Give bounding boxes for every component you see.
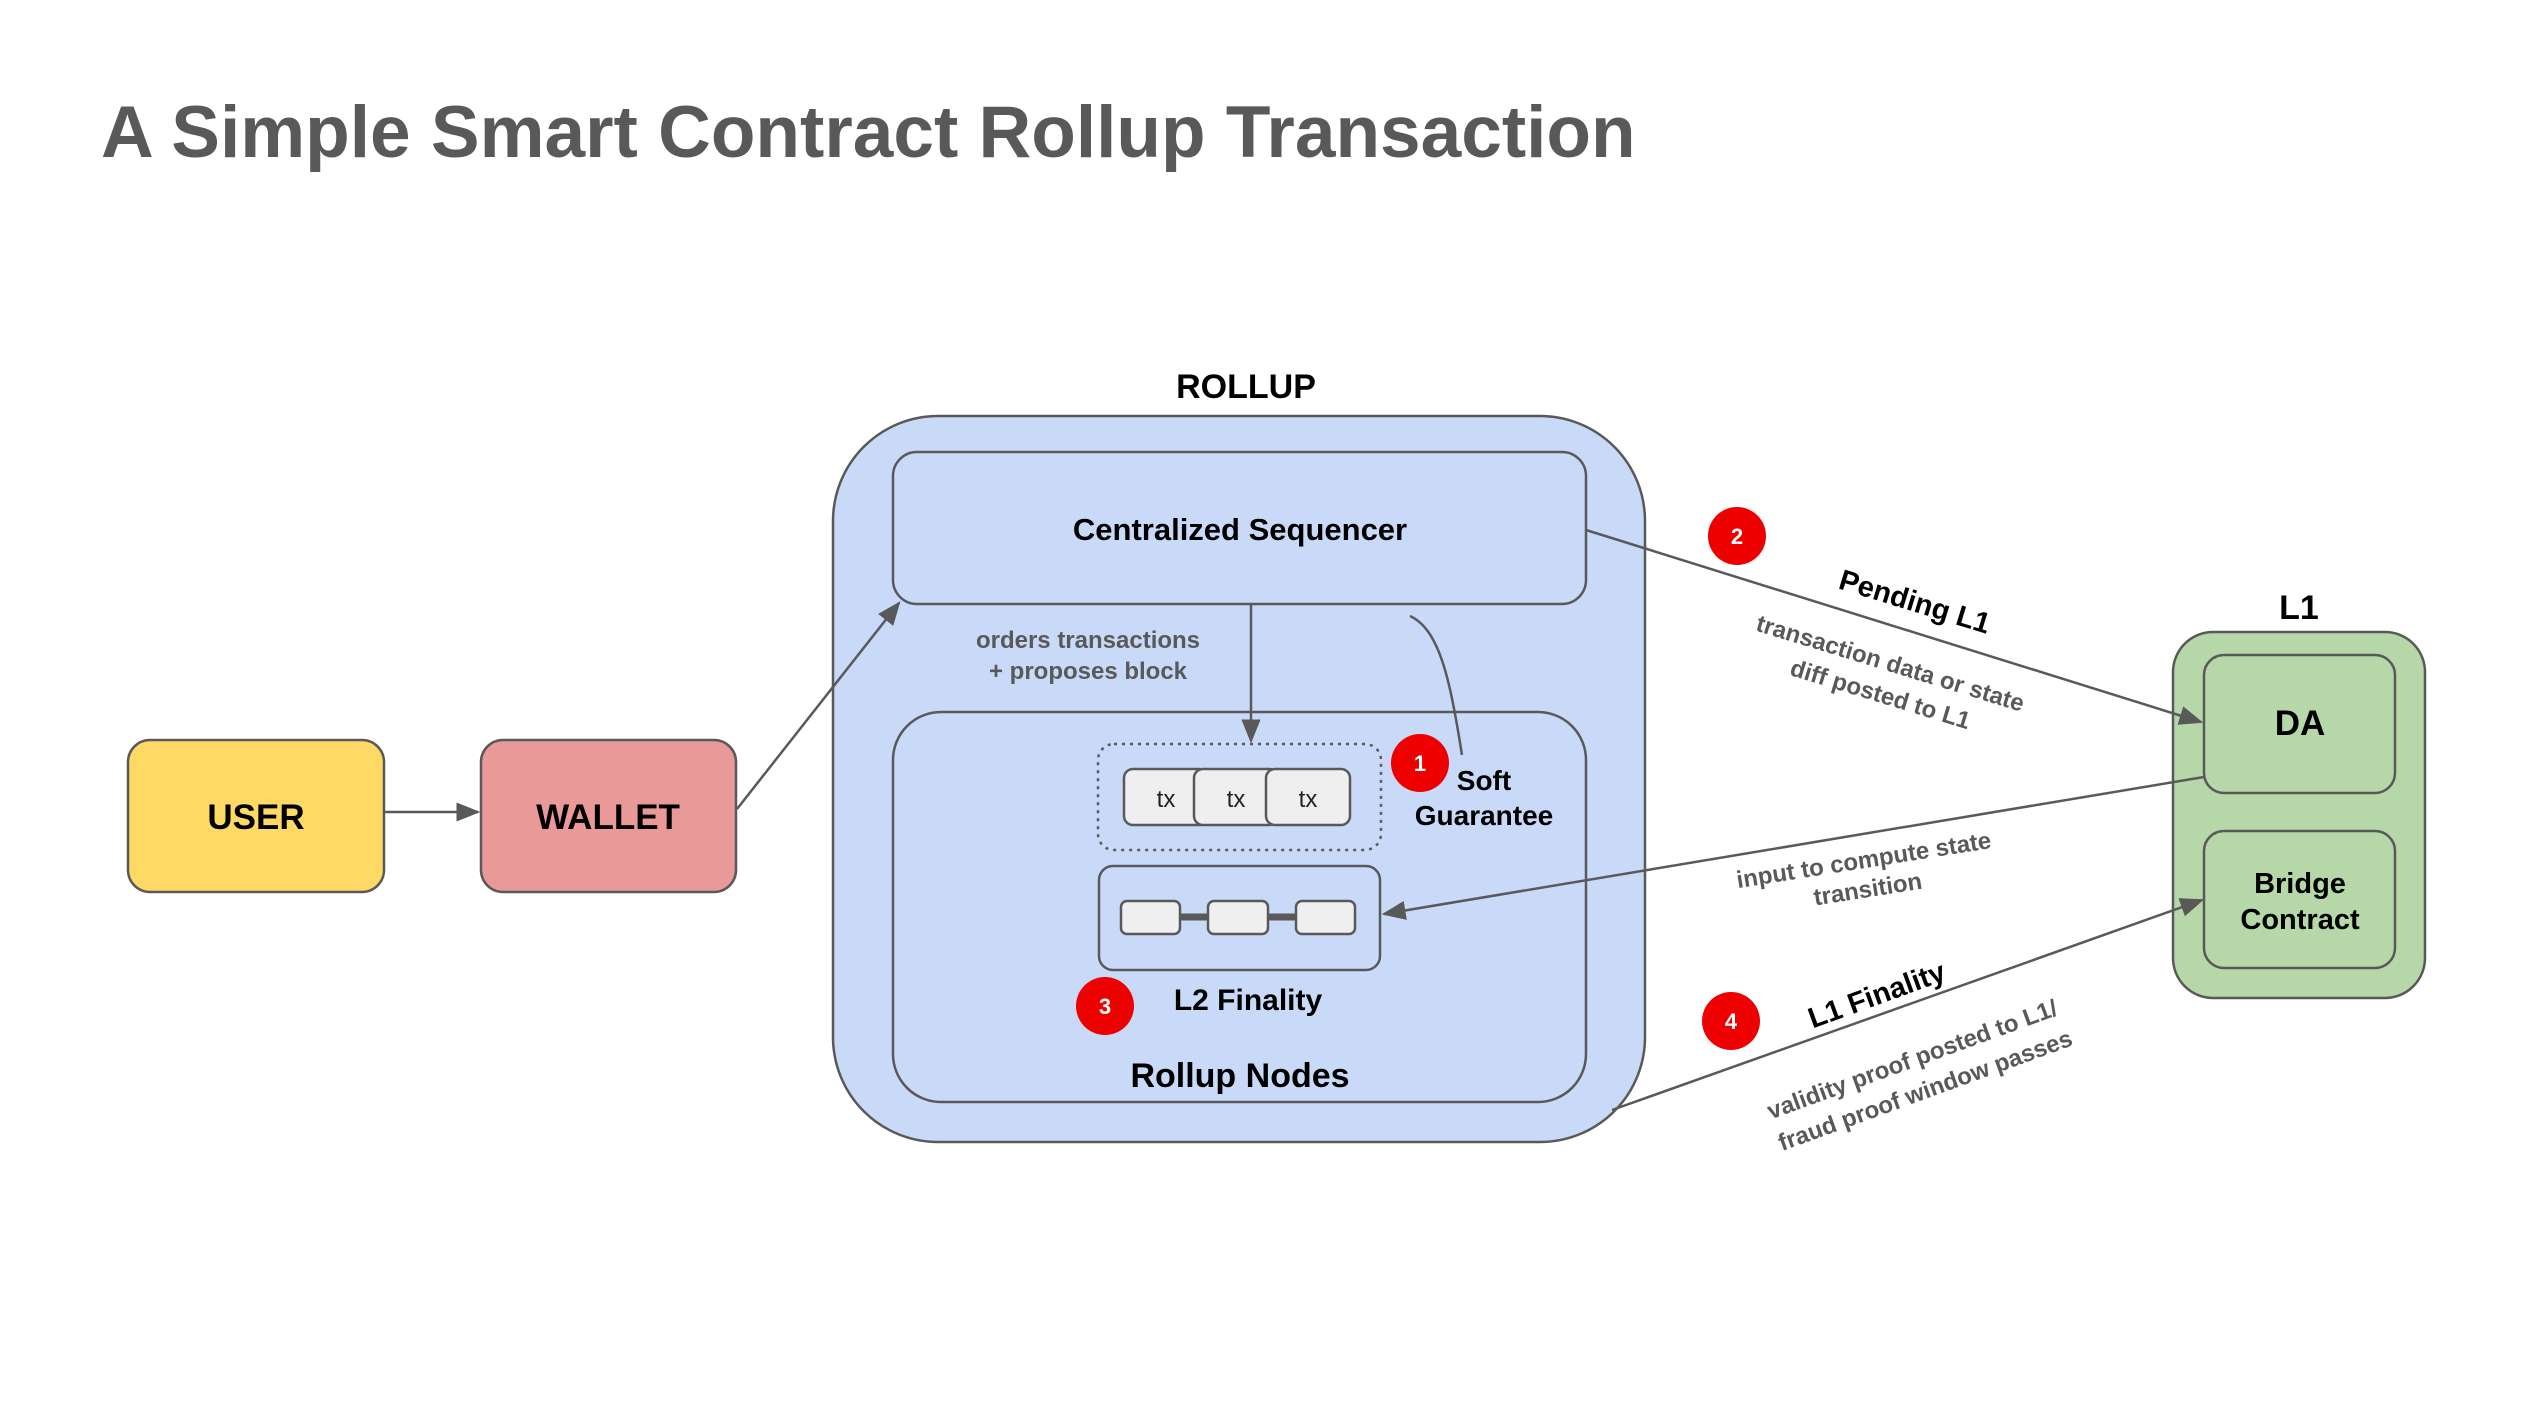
wallet-label: WALLET <box>536 798 680 837</box>
badge-1: 1 <box>1391 734 1449 792</box>
sequencer-label: Centralized Sequencer <box>1073 512 1407 547</box>
l1-label: L1 <box>2279 589 2319 627</box>
badge-3: 3 <box>1076 977 1134 1035</box>
tx-label: tx <box>1157 786 1176 813</box>
sequencer-note-line2: + proposes block <box>989 658 1188 685</box>
soft-guarantee-line1: Soft <box>1457 765 1511 796</box>
badge-1-number: 1 <box>1414 751 1426 776</box>
chain-block <box>1119 899 1182 936</box>
arrow-da-to-rollup-nodes <box>1381 775 2205 920</box>
chain-block <box>1294 899 1357 936</box>
arrow-wallet-to-sequencer <box>736 601 901 810</box>
bridge-label-line1: Bridge <box>2254 868 2346 900</box>
tx-label: tx <box>1227 786 1246 813</box>
badge-3-number: 3 <box>1099 994 1111 1019</box>
sequencer-note-line1: orders transactions <box>976 627 1200 654</box>
wallet-node[interactable] <box>479 738 738 894</box>
bridge-label-line2: Contract <box>2240 904 2360 936</box>
tx-pool <box>1096 742 1383 852</box>
rollup-label: ROLLUP <box>1176 368 1316 406</box>
tx-box <box>1264 767 1352 827</box>
l2-finality-label: L2 Finality <box>1174 984 1323 1017</box>
da-node[interactable] <box>2202 653 2397 795</box>
chain-block <box>1206 899 1270 936</box>
soft-guarantee-line2: Guarantee <box>1415 800 1554 831</box>
user-label: USER <box>207 798 304 837</box>
sequencer-box[interactable] <box>891 450 1588 606</box>
badge-2: 2 <box>1708 507 1766 565</box>
rollup-nodes-label: Rollup Nodes <box>1130 1057 1349 1095</box>
pending-l1-label: Pending L1 <box>1835 564 1994 640</box>
arrow-sequencer-to-da <box>1585 528 2204 725</box>
badge-2-number: 2 <box>1731 524 1743 549</box>
l1-finality-label: L1 Finality <box>1804 956 1950 1035</box>
badge-4: 4 <box>1702 992 1760 1050</box>
badge-4-number: 4 <box>1725 1009 1738 1034</box>
user-node[interactable] <box>126 738 386 894</box>
arrow-rollup-to-bridge <box>1611 898 2205 1112</box>
tx-label: tx <box>1299 786 1318 813</box>
da-label: DA <box>2275 704 2326 743</box>
diagram-title: A Simple Smart Contract Rollup Transacti… <box>101 92 1636 173</box>
soft-guarantee-connector <box>1409 614 1464 756</box>
